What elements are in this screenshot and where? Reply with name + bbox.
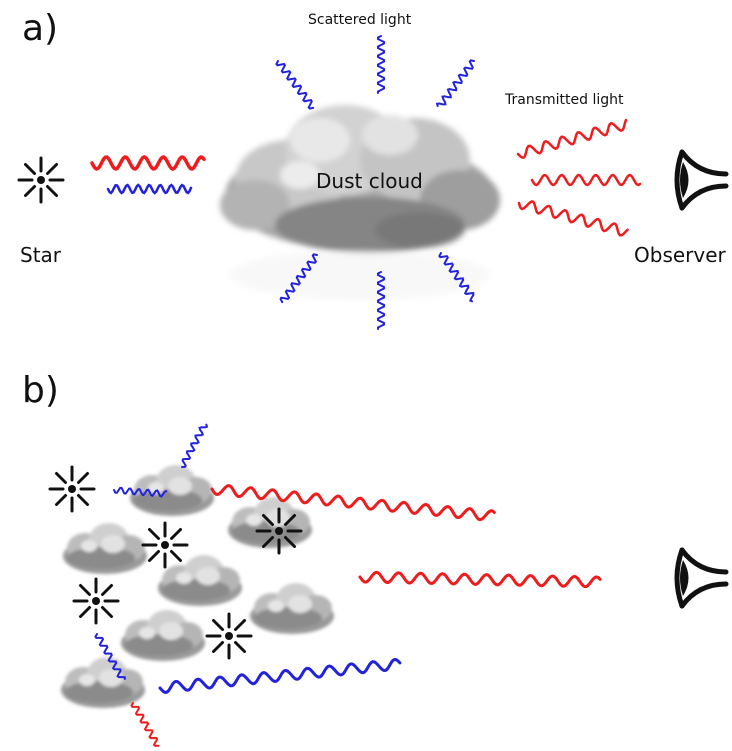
cloud-icon [158, 555, 242, 606]
star-icon [48, 465, 96, 513]
star-icon [205, 612, 253, 660]
star-icon [72, 577, 120, 625]
light-waves-a [90, 35, 642, 330]
eye-icon [677, 152, 726, 208]
observer-label: Observer [634, 243, 727, 267]
cloud-icon [220, 105, 500, 300]
red-wave [517, 200, 629, 237]
red-wave [516, 118, 628, 159]
blue-wave [279, 253, 318, 304]
light-waves-b [94, 423, 602, 747]
star-icon [255, 507, 303, 555]
star-icon [141, 521, 189, 569]
blue-wave [106, 183, 193, 195]
cloud-label: Dust cloud [316, 169, 423, 193]
blue-wave [275, 60, 315, 110]
eye-icon [677, 550, 726, 606]
red-wave [130, 702, 160, 747]
cloud-field [61, 465, 334, 708]
red-wave [530, 173, 642, 187]
blue-wave [438, 252, 475, 303]
panel-b: b) [22, 370, 726, 747]
cloud-icon [130, 465, 214, 516]
panel-b-label: b) [22, 370, 59, 411]
blue-wave [435, 59, 475, 108]
cloud-icon [61, 657, 145, 708]
star-icon [17, 156, 65, 204]
red-wave [358, 570, 602, 589]
transmitted-light-label: Transmitted light [504, 92, 624, 108]
star-label: Star [20, 243, 62, 267]
cloud-icon [63, 523, 147, 574]
cloud-icon [121, 610, 205, 661]
blue-wave [158, 657, 402, 694]
blue-wave [181, 423, 209, 468]
scattered-light-label: Scattered light [308, 12, 412, 28]
panel-a-label: a) [22, 8, 58, 49]
panel-a: a) Dust cloud Scattered light Transmitte… [17, 8, 727, 330]
blue-wave [376, 271, 386, 330]
red-wave [210, 484, 496, 522]
blue-wave [376, 35, 386, 94]
blue-wave [113, 486, 168, 498]
red-wave [90, 155, 206, 171]
cloud-icon [250, 583, 334, 634]
blue-wave [94, 633, 126, 680]
